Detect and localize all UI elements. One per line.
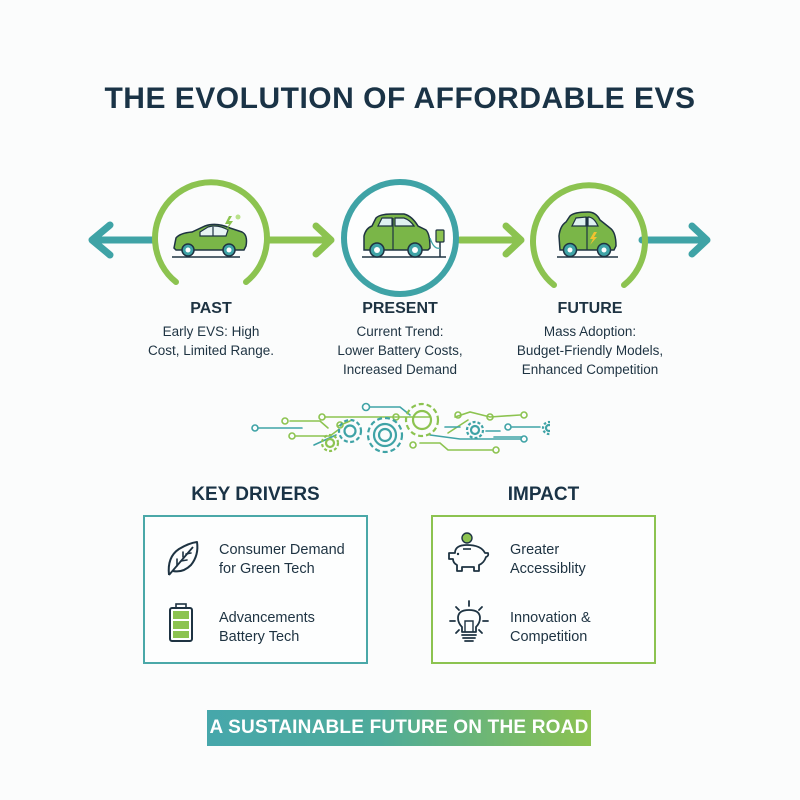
piggy-bank-icon [447,531,491,580]
lightbulb-icon [447,599,491,650]
battery-icon [168,603,194,648]
stage-label-future: FUTURE [557,300,623,317]
arrow-left-icon [88,221,158,259]
timeline-graphic [88,179,711,297]
impact-panel: Greater Accessiblity Innovation & Compet… [431,515,656,664]
impact-item: Innovation & Competition [510,609,591,647]
leaf-icon [165,539,201,584]
charging-ev-car-icon [362,213,446,258]
key-driver-line: Battery Tech [219,629,300,645]
stage-description-future: Mass Adoption: Budget-Friendly Models, E… [495,322,685,379]
gears-circuit-icon [251,402,550,454]
stage-label-present: PRESENT [362,300,438,317]
key-driver-line: for Green Tech [219,561,315,577]
description-line: Increased Demand [342,362,458,377]
sports-ev-car-icon [172,214,248,258]
impact-title: IMPACT [507,484,580,505]
key-driver-item: Advancements Battery Tech [219,609,315,647]
impact-item: Greater Accessiblity [510,541,586,579]
impact-line: Innovation & [510,610,591,626]
description-line: Mass Adoption: [543,324,637,339]
page-title: THE EVOLUTION OF AFFORDABLE EVS [104,82,696,115]
impact-line: Accessiblity [510,561,586,577]
description-line: Budget-Friendly Models, [516,343,664,358]
description-line: Cost, Limited Range. [147,343,275,358]
stage-label-past: PAST [190,300,232,317]
footer-banner: A SUSTAINABLE FUTURE ON THE ROAD [207,710,591,746]
past-ring [152,179,270,285]
key-drivers-title: KEY DRIVERS [191,484,320,505]
key-driver-line: Advancements [219,610,315,626]
key-driver-item: Consumer Demand for Green Tech [219,541,345,579]
description-line: Early EVS: High [162,324,260,339]
impact-line: Competition [510,629,588,645]
arrow-right-icon [264,222,335,258]
description-line: Lower Battery Costs, [337,343,463,358]
description-line: Enhanced Competition [521,362,659,377]
arrow-right-icon [638,222,711,258]
key-drivers-panel: Consumer Demand for Green Tech Advanceme… [143,515,368,664]
arrow-right-icon [456,222,525,258]
future-ring [530,182,648,288]
impact-line: Greater [510,542,560,558]
stage-description-past: Early EVS: High Cost, Limited Range. [131,322,291,360]
stage-description-present: Current Trend: Lower Battery Costs, Incr… [310,322,490,379]
key-driver-line: Consumer Demand [219,542,345,558]
compact-ev-car-icon [557,211,618,258]
description-line: Current Trend: [356,324,444,339]
